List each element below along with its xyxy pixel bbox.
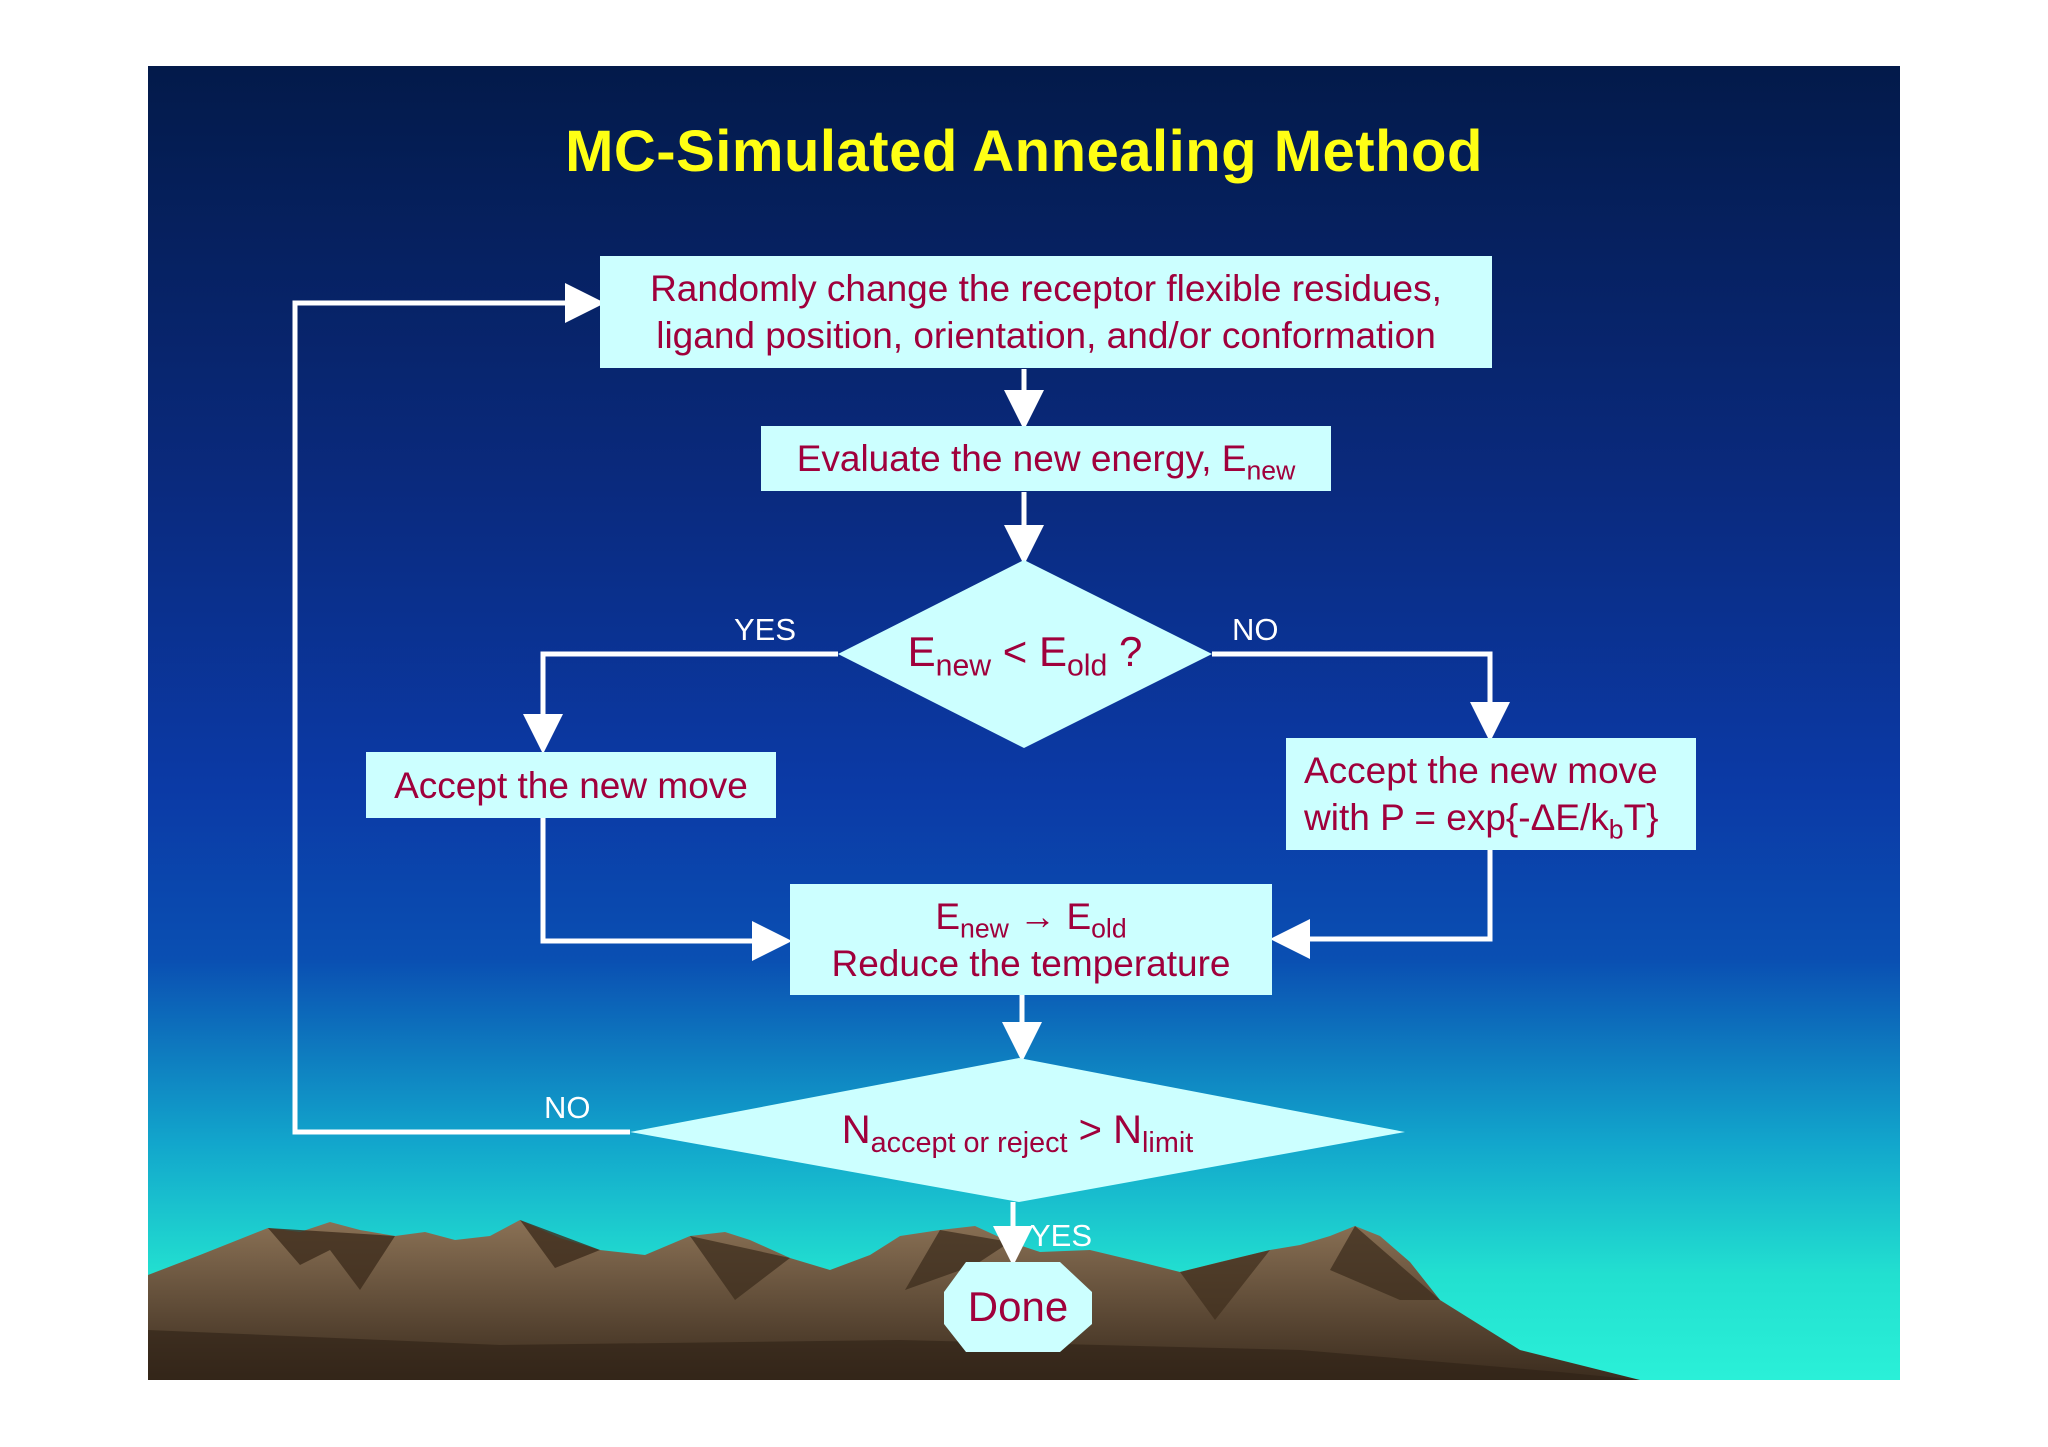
energy-decision-label: Enew < Eold ? [907,628,1143,683]
random-change-box: Randomly change the receptor flexible re… [600,256,1492,368]
count-decision-label: Naccept or reject > Nlimit [841,1108,1194,1160]
accept-probability-box: Accept the new move with P = exp{-ΔE/kbT… [1286,738,1696,850]
accept-probability-line1: Accept the new move [1304,750,1658,791]
evaluate-energy-text: Evaluate the new energy, Enew [796,438,1296,486]
reduce-temperature-line: Reduce the temperature [831,942,1231,984]
update-temperature-box: Enew → Eold Reduce the temperature [790,884,1272,995]
energy-update-line: Enew → Eold [935,895,1127,944]
accept-move-box: Accept the new move [366,752,776,818]
no-label-bottom: NO [544,1090,591,1125]
energy-decision-diamond [838,560,1212,748]
slide-title: MC-Simulated Annealing Method [565,119,1483,184]
yes-label-top: YES [734,612,797,647]
mountain-range [148,1220,1640,1380]
done-terminal [944,1262,1092,1352]
no-label-top: NO [1232,612,1279,647]
yes-label-bottom: YES [1030,1218,1093,1253]
random-change-line2: ligand position, orientation, and/or con… [656,315,1436,356]
accept-move-text: Accept the new move [394,764,748,806]
accept-probability-line2: with P = exp{-ΔE/kbT} [1304,797,1659,845]
done-label: Done [967,1283,1069,1330]
connectors [292,283,1510,1266]
evaluate-energy-box: Evaluate the new energy, Enew [761,426,1331,491]
random-change-line1: Randomly change the receptor flexible re… [650,268,1442,309]
count-decision-diamond [630,1058,1405,1202]
